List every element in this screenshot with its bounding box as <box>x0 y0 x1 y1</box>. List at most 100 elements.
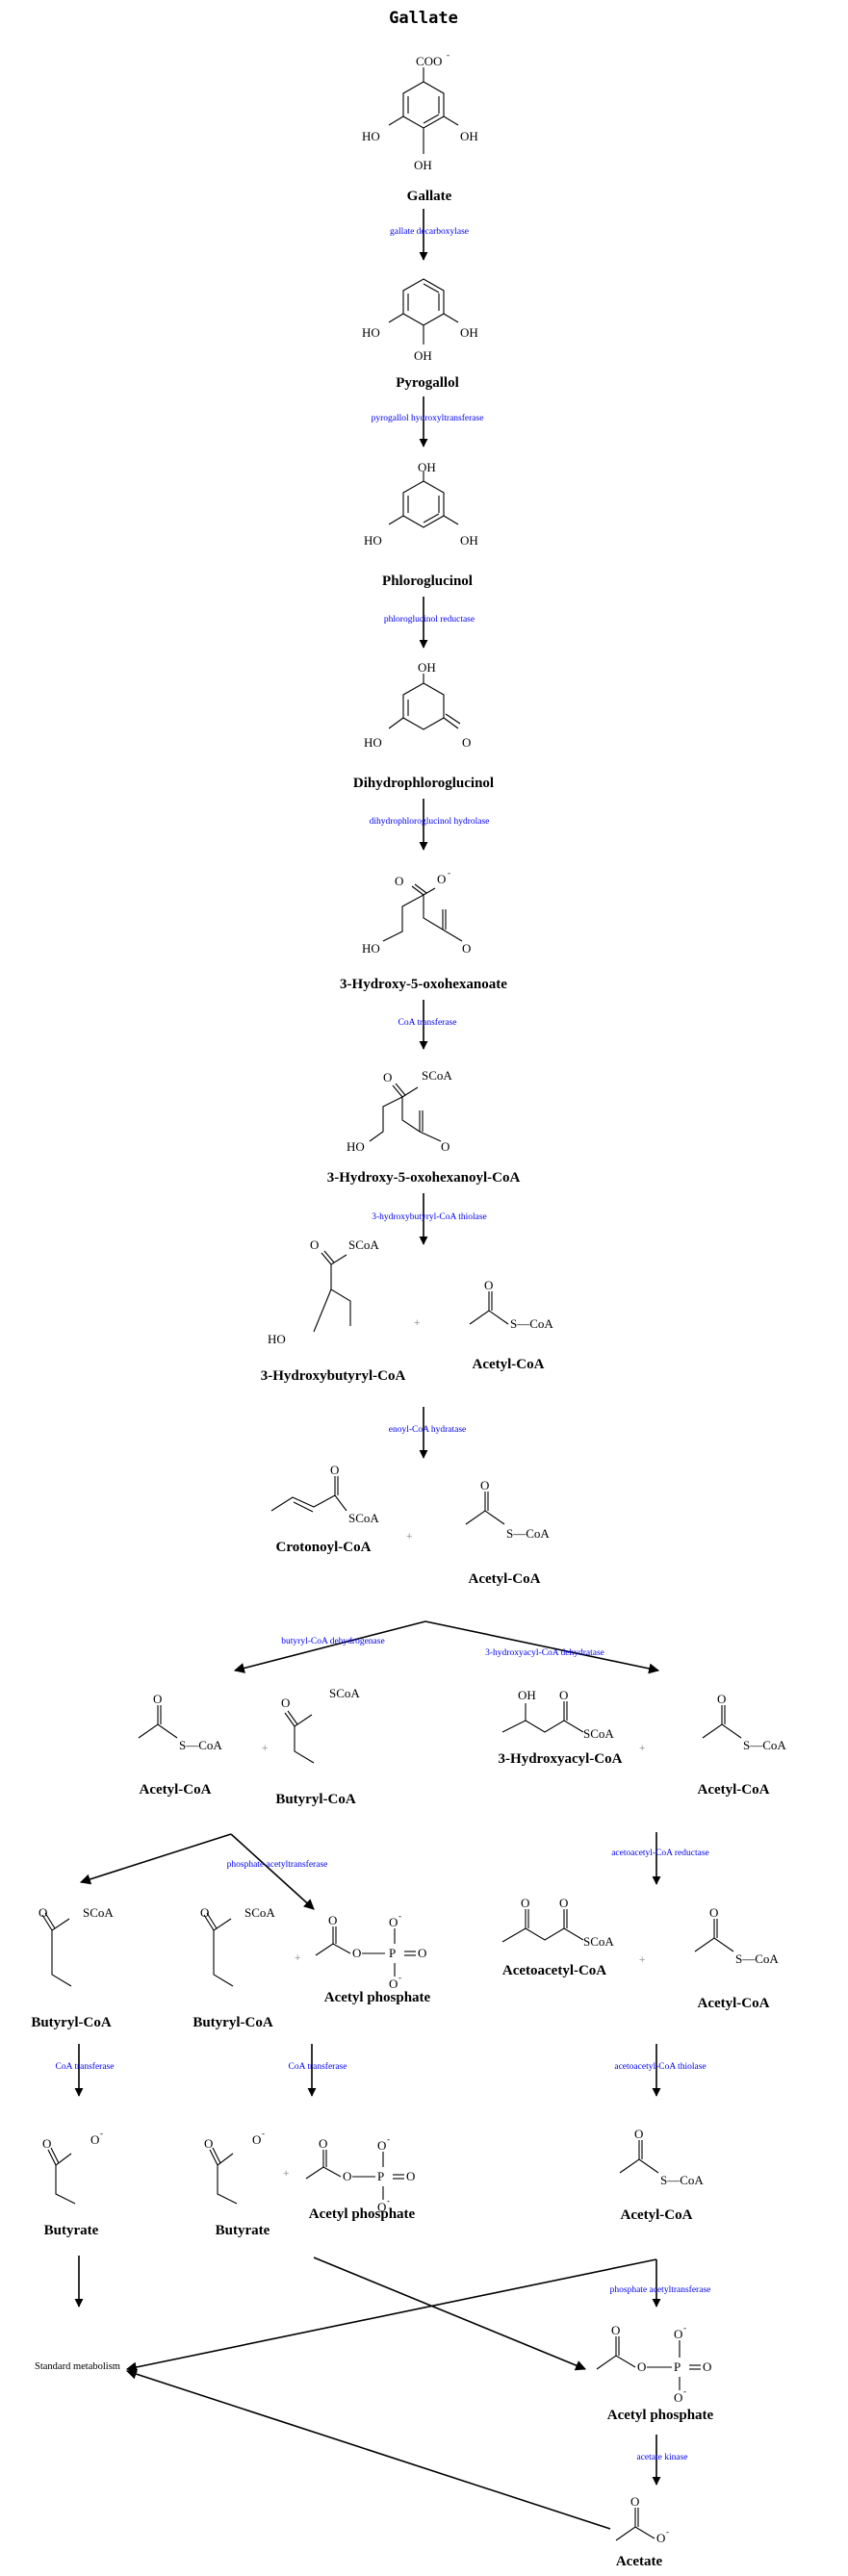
svg-text:SCoA: SCoA <box>583 1726 614 1741</box>
standard-metabolism-label: Standard metabolism <box>35 2361 120 2372</box>
svg-text:O: O <box>406 2169 415 2183</box>
enzyme-coa-transferase-1: CoA transferase <box>398 1017 457 1028</box>
svg-text:O: O <box>42 2136 51 2151</box>
enzyme-acetoacetyl-coa-thiolase: acetoacetyl-CoA thiolase <box>614 2062 706 2072</box>
compound-acetyl-phosphate-1: Acetyl phosphate <box>324 1990 431 2005</box>
svg-text:O: O <box>389 1915 398 1929</box>
arrow-butyrate-acetylphosphate <box>313 2257 587 2371</box>
hydroxy-oxohexanoate-structure: O O - HO O <box>362 868 471 956</box>
compound-acetyl-phosphate-2: Acetyl phosphate <box>309 2206 416 2222</box>
svg-text:SCoA: SCoA <box>422 1068 452 1083</box>
svg-text:O: O <box>656 2531 665 2545</box>
compound-acetyl-coa-6: Acetyl-CoA <box>621 2207 693 2223</box>
svg-text:OH: OH <box>414 348 432 363</box>
compound-pyrogallol: Pyrogallol <box>396 375 459 391</box>
svg-text:-: - <box>683 2323 686 2333</box>
compound-dihydrophloroglucinol: Dihydrophloroglucinol <box>353 776 494 791</box>
svg-text:P: P <box>389 1946 396 1960</box>
acetyl-coa-structure-6: O S—CoA <box>619 2127 704 2187</box>
svg-text:O: O <box>521 1896 529 1910</box>
enzyme-coa-transferase-3: CoA transferase <box>289 2061 347 2072</box>
compound-hydroxybutyryl-coa: 3-Hydroxybutyryl-CoA <box>261 1368 406 1384</box>
compound-acetyl-coa-4: Acetyl-CoA <box>698 1782 770 1798</box>
svg-text:O: O <box>395 874 403 888</box>
svg-text:SCoA: SCoA <box>83 1905 114 1920</box>
svg-text:O: O <box>328 1913 337 1927</box>
enzyme-acetoacetyl-coa-reductase: acetoacetyl-CoA reductase <box>611 1849 709 1858</box>
svg-text:HO: HO <box>364 735 382 750</box>
butyryl-coa-structure-3: O SCoA <box>200 1905 275 1987</box>
compound-butyrate-1: Butyrate <box>44 2223 99 2238</box>
acetyl-coa-structure-2: O S—CoA <box>465 1478 550 1541</box>
svg-text:O: O <box>559 1688 568 1702</box>
svg-text:+: + <box>295 1952 300 1964</box>
svg-text:O: O <box>383 1070 392 1084</box>
svg-text:HO: HO <box>362 325 380 340</box>
svg-text:+: + <box>639 1743 645 1754</box>
svg-text:HO: HO <box>362 129 380 143</box>
svg-text:O: O <box>389 1977 398 1991</box>
svg-text:O: O <box>703 2359 711 2374</box>
arrow-phosphate-acetyltransferase-branch-left <box>79 1833 232 1885</box>
crotonoyl-coa-structure: O SCoA <box>270 1463 379 1525</box>
svg-text:-: - <box>387 2134 390 2144</box>
acetyl-phosphate-structure-3: O O P O - O O - <box>596 2323 711 2405</box>
svg-text:HO: HO <box>362 941 380 956</box>
compound-acetoacetyl-coa: Acetoacetyl-CoA <box>502 1963 606 1978</box>
svg-text:O: O <box>637 2359 646 2374</box>
compound-acetyl-coa-3: Acetyl-CoA <box>140 1782 212 1798</box>
svg-text:O: O <box>377 2200 386 2214</box>
acetyl-phosphate-structure-1: O O P O - O O - <box>315 1911 426 1991</box>
svg-text:O: O <box>630 2494 639 2509</box>
svg-text:O: O <box>310 1237 319 1252</box>
svg-text:HO: HO <box>364 533 382 548</box>
acetoacetyl-coa-structure: O O SCoA <box>501 1896 614 1949</box>
svg-text:OH: OH <box>418 660 436 675</box>
svg-text:OH: OH <box>518 1688 536 1702</box>
compound-butyryl-coa-2: Butyryl-CoA <box>31 2015 111 2030</box>
compound-gallate: Gallate <box>407 189 452 204</box>
enzyme-phloroglucinol-reductase: phloroglucinol reductase <box>384 615 475 625</box>
enzyme-acetate-kinase: acetate kinase <box>636 2453 687 2462</box>
svg-text:S—CoA: S—CoA <box>510 1316 553 1331</box>
acetate-structure: O O - <box>615 2494 669 2545</box>
svg-text:HO: HO <box>268 1332 286 1346</box>
enzyme-phosphate-acetyltransferase-2: phosphate acetyltransferase <box>610 2284 711 2295</box>
svg-text:COO: COO <box>416 54 442 68</box>
hydroxy-oxohexanoyl-coa-structure: O SCoA HO O <box>347 1068 452 1154</box>
svg-text:S—CoA: S—CoA <box>735 1951 779 1966</box>
svg-text:SCoA: SCoA <box>329 1686 360 1700</box>
enzyme-butyryl-coa-dehydrogenase: butyryl-CoA dehydrogenase <box>281 1637 384 1646</box>
enzyme-coa-transferase-2: CoA transferase <box>56 2061 115 2072</box>
arrow-butyryl-coa-dehydrogenase <box>233 1620 426 1673</box>
svg-text:O: O <box>352 1946 361 1960</box>
svg-text:OH: OH <box>460 533 478 548</box>
acetyl-coa-structure-5: O S—CoA <box>694 1905 779 1966</box>
svg-text:O: O <box>441 1139 450 1154</box>
svg-text:S—CoA: S—CoA <box>660 2173 704 2187</box>
arrow-acetate-to-standard <box>125 2368 611 2530</box>
gallate-structure: COO - OH HO OH <box>362 50 478 172</box>
svg-text:O: O <box>252 2132 261 2147</box>
svg-text:-: - <box>387 2196 390 2206</box>
svg-text:O: O <box>674 2327 682 2341</box>
svg-text:S—CoA: S—CoA <box>179 1738 222 1752</box>
compound-acetyl-coa-2: Acetyl-CoA <box>469 1571 541 1587</box>
svg-text:O: O <box>330 1463 339 1477</box>
compound-phloroglucinol: Phloroglucinol <box>382 574 473 589</box>
svg-text:O: O <box>319 2136 327 2151</box>
svg-text:O: O <box>559 1896 568 1910</box>
compound-butyrate-2: Butyrate <box>216 2223 270 2238</box>
svg-text:O: O <box>39 1905 47 1920</box>
butyrate-structure-1: O O - <box>42 2129 103 2205</box>
svg-text:SCoA: SCoA <box>348 1237 379 1252</box>
svg-text:OH: OH <box>418 460 436 474</box>
butyryl-coa-structure-1: O SCoA <box>281 1686 360 1764</box>
compound-hydroxy-oxohexanoyl-coa: 3-Hydroxy-5-oxohexanoyl-CoA <box>327 1170 521 1186</box>
svg-text:O: O <box>611 2323 620 2337</box>
svg-text:HO: HO <box>347 1139 365 1154</box>
svg-text:O: O <box>437 872 446 886</box>
svg-text:O: O <box>634 2127 643 2141</box>
svg-text:O: O <box>90 2132 99 2147</box>
